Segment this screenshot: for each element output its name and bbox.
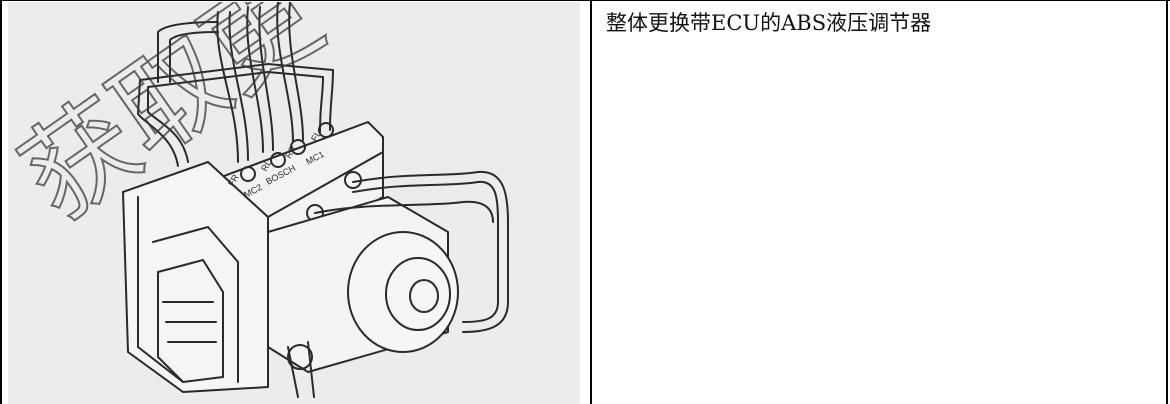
abs-unit-illustration: MC2 BOSCH MC1 FR RL RR FL 获取更 (8, 2, 580, 404)
brake-lines (137, 2, 334, 167)
table-right-border (1166, 0, 1168, 404)
table-top-border (0, 0, 1170, 1)
description-text: 整体更换带ECU的ABS液压调节器 (606, 11, 932, 35)
return-lines (314, 170, 509, 333)
port-label-rl: RL (259, 158, 273, 173)
port-label-fl: FL (309, 129, 323, 143)
table-column-divider (590, 0, 592, 404)
pump-motor (267, 196, 459, 398)
ecu-module (122, 161, 269, 393)
table-left-border (0, 0, 2, 404)
